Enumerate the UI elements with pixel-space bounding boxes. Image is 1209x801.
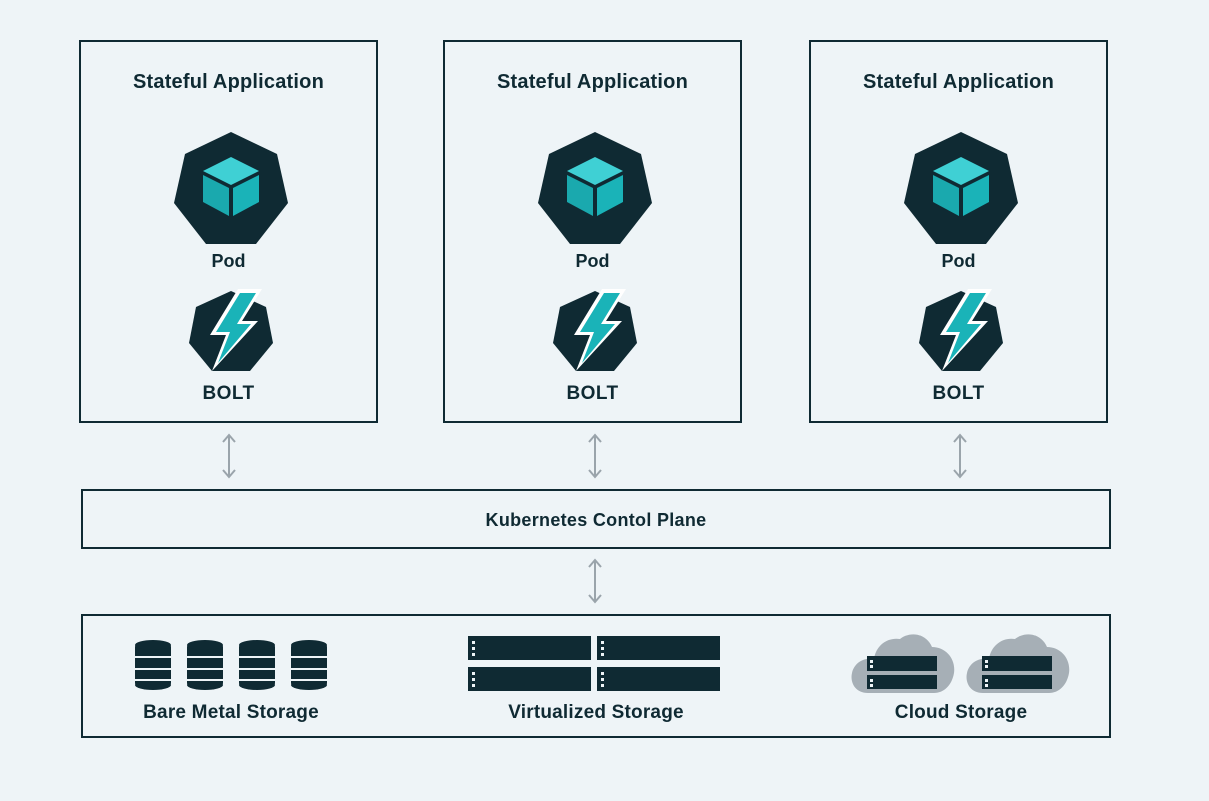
kubernetes-control-plane: Kubernetes Contol Plane (81, 489, 1111, 549)
pod-label: Pod (211, 251, 246, 271)
server-rack-icon (468, 636, 720, 691)
pod-label: Pod (575, 251, 610, 271)
bare-metal-storage-label: Bare Metal Storage (143, 702, 319, 723)
database-icon (135, 640, 327, 690)
app-title: Stateful Application (496, 71, 689, 93)
bolt-icon (552, 289, 638, 373)
bidirectional-arrow-icon (221, 432, 237, 480)
stateful-application-box-1: Stateful Application Pod BOLT (79, 40, 378, 423)
storage-box: Bare Metal Storage Virtualized Storage C… (81, 614, 1111, 738)
bidirectional-arrow-icon (587, 557, 603, 605)
cloud-server-icon (851, 634, 1070, 693)
app-title: Stateful Application (132, 71, 325, 93)
cloud-storage-label: Cloud Storage (894, 702, 1028, 723)
bolt-icon (918, 289, 1004, 373)
stateful-application-box-3: Stateful Application Pod BOLT (809, 40, 1108, 423)
pod-label: Pod (941, 251, 976, 271)
bolt-label: BOLT (566, 383, 619, 404)
app-title: Stateful Application (862, 71, 1055, 93)
bolt-label: BOLT (932, 383, 985, 404)
virtualized-storage-label: Virtualized Storage (508, 702, 684, 723)
bidirectional-arrow-icon (952, 432, 968, 480)
stateful-application-box-2: Stateful Application Pod BOLT (443, 40, 742, 423)
bidirectional-arrow-icon (587, 432, 603, 480)
pod-icon (172, 130, 290, 246)
pod-icon (902, 130, 1020, 246)
bolt-icon (188, 289, 274, 373)
pod-icon (536, 130, 654, 246)
control-plane-label: Kubernetes Contol Plane (485, 510, 707, 530)
bolt-label: BOLT (202, 383, 255, 404)
